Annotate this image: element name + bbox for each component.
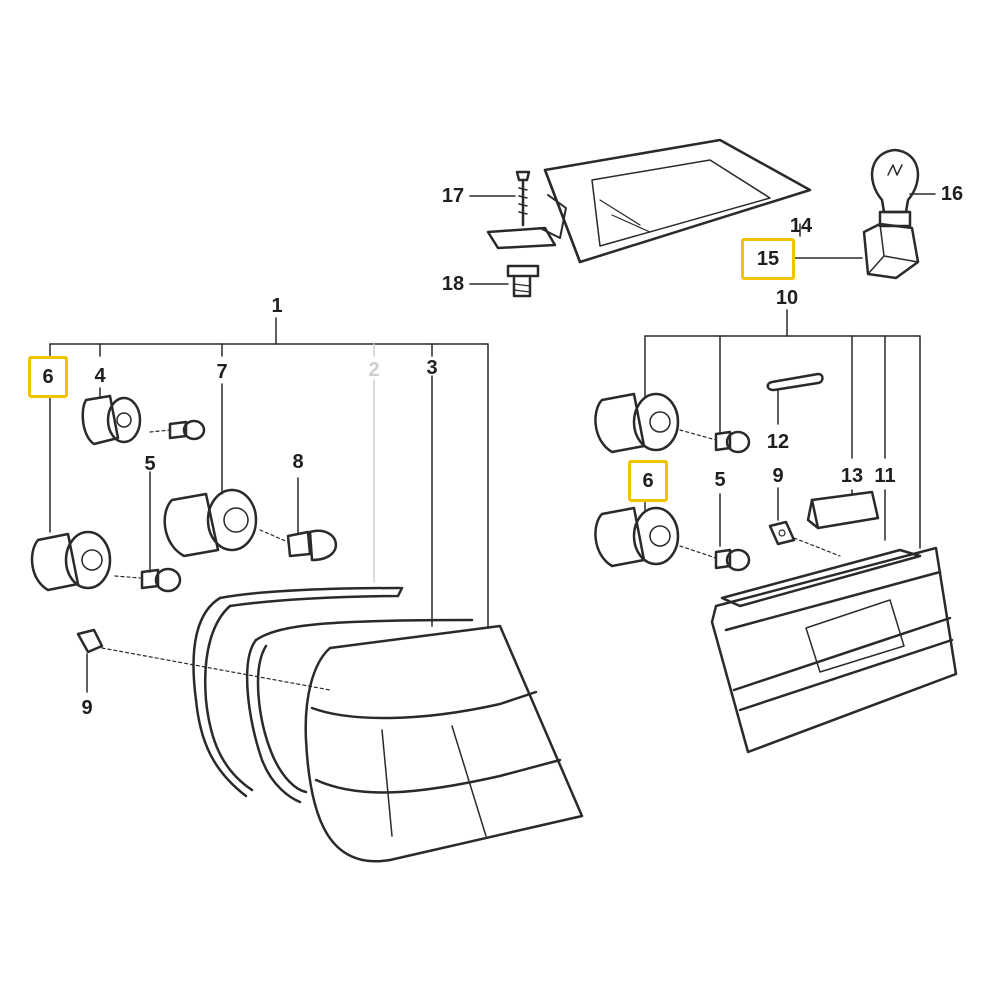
outer-tail-light-lens xyxy=(304,624,584,863)
alignment-lines-right xyxy=(679,429,841,559)
bulb-socket-15 xyxy=(862,210,920,280)
highlight-label-6-right: 6 xyxy=(628,460,668,502)
label-17: 17 xyxy=(441,185,465,207)
bulb-5-left xyxy=(168,419,206,441)
label-9-left: 9 xyxy=(81,697,93,719)
label-5-right: 5 xyxy=(714,469,726,491)
label-13: 13 xyxy=(840,465,864,487)
bulb-5-left-lower xyxy=(140,567,182,593)
nut-9-right xyxy=(768,520,796,546)
label-3: 3 xyxy=(426,357,438,379)
label-10: 10 xyxy=(775,287,799,309)
gasket-3 xyxy=(245,618,474,804)
label-14: 14 xyxy=(789,215,813,237)
highlight-label-6-left: 6 xyxy=(28,356,68,398)
label-8: 8 xyxy=(292,451,304,473)
bulb-8 xyxy=(286,529,338,562)
right-group-bracket xyxy=(644,335,921,549)
leader-lines-left xyxy=(49,375,433,693)
bulb-5-right-lower xyxy=(714,548,751,572)
label-5-left: 5 xyxy=(144,453,156,475)
socket-6-left xyxy=(30,530,112,592)
socket-4 xyxy=(81,394,142,446)
socket-7 xyxy=(163,488,258,558)
part-13 xyxy=(806,490,880,530)
label-4: 4 xyxy=(94,365,106,387)
label-11: 11 xyxy=(874,465,896,487)
highlight-label-15: 15 xyxy=(741,238,795,280)
bulb-5-right-upper xyxy=(714,430,751,454)
label-15: 15 xyxy=(756,248,780,270)
label-12: 12 xyxy=(766,431,790,453)
screw-17 xyxy=(515,170,531,227)
alignment-lines-left xyxy=(101,429,331,691)
third-brake-light-housing xyxy=(486,138,812,264)
clip-12 xyxy=(766,372,824,392)
label-18: 18 xyxy=(441,273,465,295)
label-1: 1 xyxy=(271,295,283,317)
label-7: 7 xyxy=(216,361,228,383)
socket-6-right-lower xyxy=(594,506,680,568)
label-9-right: 9 xyxy=(772,465,784,487)
label-6-left: 6 xyxy=(42,366,54,388)
nut-9-left xyxy=(76,628,104,654)
socket-6-right-upper xyxy=(594,392,680,454)
clip-nut-18 xyxy=(506,264,540,298)
leader-lines-top xyxy=(469,193,936,337)
inner-tail-light xyxy=(710,546,958,754)
label-16: 16 xyxy=(940,183,964,205)
gasket-strip-2 xyxy=(192,586,404,798)
label-6-right: 6 xyxy=(642,470,654,492)
left-group-bracket xyxy=(49,317,489,629)
bulb-16 xyxy=(870,148,920,214)
label-2: 2 xyxy=(368,359,380,381)
